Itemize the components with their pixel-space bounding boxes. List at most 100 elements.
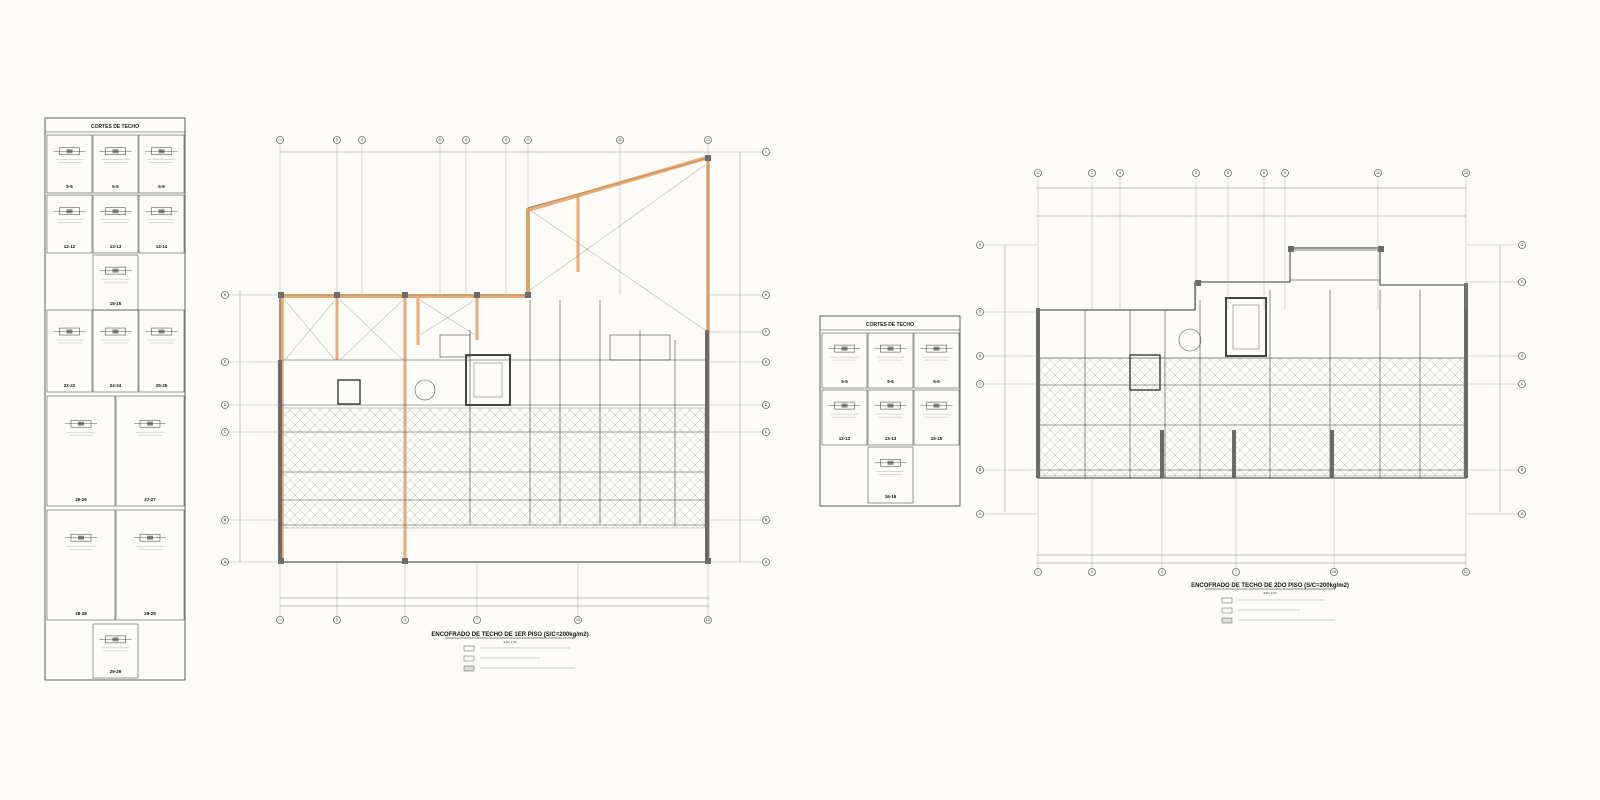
section-label: 28-28 bbox=[75, 611, 87, 616]
axis-label: H bbox=[765, 293, 768, 297]
axis-label: H bbox=[224, 293, 227, 297]
axis-bubble: 1 bbox=[276, 136, 284, 295]
axis-label: D bbox=[765, 403, 768, 407]
section-detail-cell: 5-5 bbox=[46, 134, 93, 194]
axis-bubble: 5 bbox=[436, 136, 444, 295]
section-detail-cell: 5-5 bbox=[821, 332, 868, 389]
section-detail-cell: 22-22 bbox=[46, 309, 93, 393]
axis-label: 12 bbox=[706, 138, 710, 142]
section-detail-cell: 5-5 bbox=[92, 134, 139, 194]
section-label: 16-16 bbox=[885, 494, 897, 499]
section-detail-cell: 14-14 bbox=[138, 194, 185, 254]
axis-bubble: 10 bbox=[1330, 478, 1338, 576]
axis-label: 3 bbox=[1119, 171, 1121, 175]
axis-bubble: H bbox=[976, 241, 1038, 249]
axis-bubble: 9 bbox=[1281, 169, 1289, 310]
axis-bubble: A bbox=[708, 558, 770, 566]
axis-label: C bbox=[1521, 382, 1524, 386]
section-label: 15-15 bbox=[110, 301, 122, 306]
axis-label: A bbox=[979, 512, 982, 516]
axis-label: 6 bbox=[1227, 171, 1229, 175]
axis-bubble: H bbox=[708, 291, 770, 299]
axis-label: 5 bbox=[465, 138, 467, 142]
middle-panel-title: CORTES DE TECHO bbox=[866, 322, 914, 328]
axis-bubble: B bbox=[708, 516, 770, 524]
axis-bubble: 6 bbox=[502, 136, 510, 295]
axis-label: 5 bbox=[1195, 171, 1197, 175]
axis-label: B bbox=[979, 468, 982, 472]
axis-bubble: 5 bbox=[462, 136, 470, 295]
axis-label: F bbox=[765, 330, 767, 334]
axis-bubble: 10 bbox=[574, 562, 582, 624]
section-label: 26-26 bbox=[75, 497, 87, 502]
axis-bubble: E bbox=[221, 358, 280, 366]
section-detail-cell: 13-13 bbox=[867, 389, 914, 446]
axis-bubble: 12' bbox=[1462, 478, 1470, 576]
axis-bubble: 3 bbox=[358, 136, 366, 295]
plan1-left-axes: H E D C B A bbox=[221, 291, 280, 566]
axis-label: 2' bbox=[1091, 570, 1094, 574]
axis-label: 10 bbox=[1332, 570, 1336, 574]
axis-bubble: 4 bbox=[401, 562, 409, 624]
axis-label: C bbox=[224, 430, 227, 434]
axis-label: B bbox=[765, 518, 768, 522]
section-label: 29-29 bbox=[144, 611, 156, 616]
axis-label: B bbox=[1521, 468, 1524, 472]
section-label: 29-29 bbox=[110, 669, 122, 674]
axis-label: F bbox=[1521, 280, 1523, 284]
section-label: 5-5 bbox=[66, 184, 73, 189]
section-detail-cell: 16-16 bbox=[867, 446, 914, 504]
section-label: 5-5 bbox=[158, 184, 165, 189]
axis-bubble: D bbox=[221, 401, 280, 409]
section-label: 12-12 bbox=[839, 436, 851, 441]
axis-label: 6 bbox=[505, 138, 507, 142]
section-label: 5-5 bbox=[841, 379, 848, 384]
section-detail-cell: 5-5 bbox=[867, 332, 914, 389]
axis-bubble: H bbox=[221, 291, 280, 299]
axis-bubble: A bbox=[221, 558, 280, 566]
axis-bubble: 2' bbox=[1088, 478, 1096, 576]
section-detail-cell: 12-12 bbox=[821, 389, 868, 446]
axis-label: B bbox=[224, 518, 227, 522]
section-detail-cell: 27-27 bbox=[115, 395, 185, 507]
section-label: 24-24 bbox=[110, 383, 122, 388]
axis-label: 9 bbox=[1284, 171, 1286, 175]
axis-bubble: E bbox=[976, 308, 1038, 316]
section-label: 12-12 bbox=[64, 244, 76, 249]
axis-label: A bbox=[765, 560, 768, 564]
axis-bubble: C bbox=[1466, 380, 1526, 388]
axis-bubble: 1 bbox=[1034, 169, 1042, 310]
axis-bubble: 7 bbox=[473, 562, 481, 624]
axis-bubble: 8 bbox=[524, 136, 532, 295]
axis-label: D bbox=[224, 403, 227, 407]
axis-bubble: F bbox=[708, 328, 770, 336]
axis-label: 8 bbox=[527, 138, 529, 142]
axis-bubble: 1 bbox=[1034, 478, 1042, 576]
axis-label: H bbox=[979, 243, 982, 247]
axis-bubble: F bbox=[1466, 278, 1526, 286]
axis-label: 12' bbox=[706, 618, 711, 622]
axis-bubble: G bbox=[1466, 241, 1526, 249]
axis-bubble: I bbox=[708, 148, 770, 156]
section-label: 13-13 bbox=[885, 436, 897, 441]
axis-bubble: 2' bbox=[333, 562, 341, 624]
axis-bubble: 8 bbox=[1260, 169, 1268, 310]
axis-label: 8 bbox=[1263, 171, 1265, 175]
section-detail-cell: 29-29 bbox=[115, 509, 185, 621]
axis-bubble: B bbox=[1466, 466, 1526, 474]
axis-bubble: 4 bbox=[1158, 478, 1166, 576]
axis-label: I bbox=[766, 150, 767, 154]
axis-bubble: C bbox=[221, 428, 280, 436]
axis-bubble: D bbox=[708, 401, 770, 409]
section-detail-cell: 15-15 bbox=[92, 254, 139, 311]
axis-bubble: D bbox=[1466, 352, 1526, 360]
section-detail-cell: 5-5 bbox=[913, 332, 960, 389]
axis-label: 7 bbox=[1235, 570, 1237, 574]
axis-bubble: C bbox=[976, 380, 1038, 388]
axis-label: C bbox=[979, 382, 982, 386]
section-label: 22-22 bbox=[64, 383, 76, 388]
